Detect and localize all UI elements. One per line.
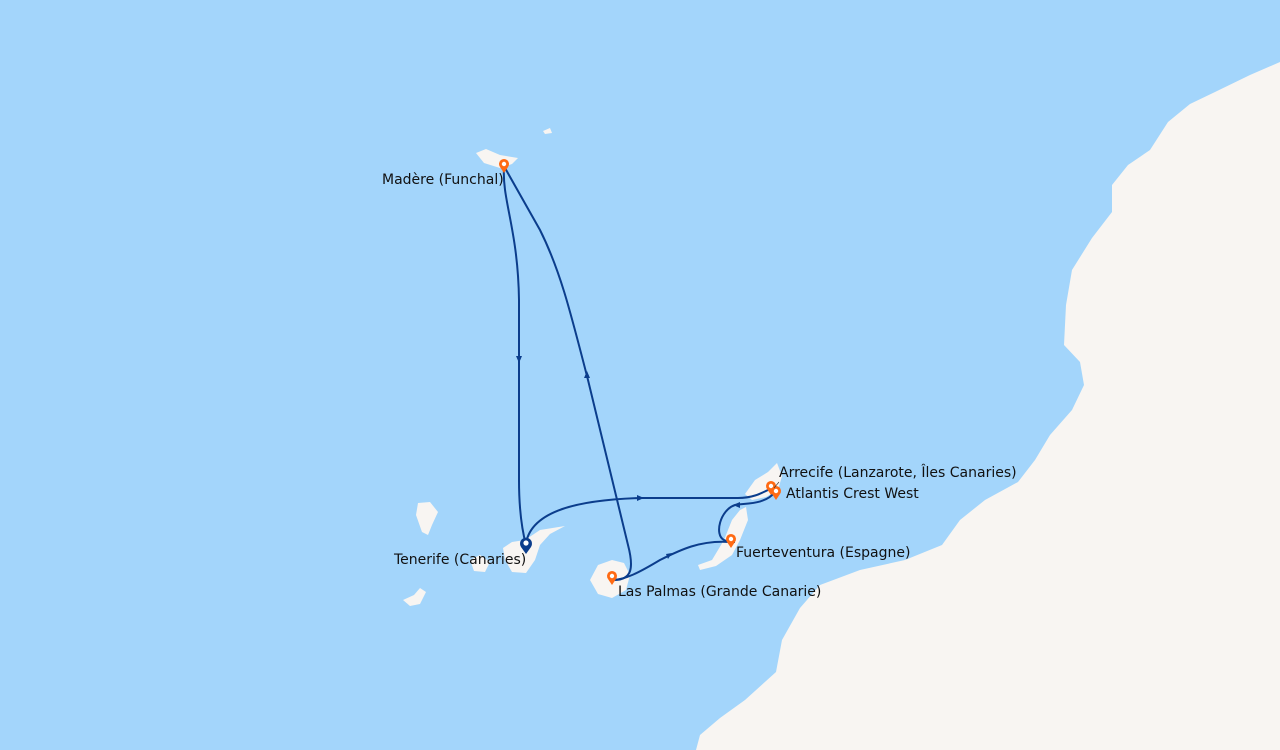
- port-marker-icon: [499, 159, 509, 173]
- port-marker-icon: [726, 534, 736, 548]
- route-madeira-tenerife: [502, 167, 527, 546]
- la-palma-island: [416, 502, 438, 535]
- port-marker-icon: [771, 486, 781, 500]
- arrow-icon: [666, 553, 672, 559]
- arrow-icon: [733, 502, 740, 508]
- port-markers[interactable]: [499, 159, 781, 585]
- el-hierro-island: [403, 588, 426, 606]
- fuerteventura-island: [698, 507, 748, 570]
- route-direction-arrows: [516, 356, 740, 559]
- port-label-las-palmas[interactable]: Las Palmas (Grande Canarie): [618, 584, 822, 600]
- home-port-marker-icon: [520, 537, 532, 554]
- la-gomera-island: [470, 555, 490, 572]
- porto-santo-island: [543, 128, 552, 134]
- route-laspalmas-madeira: [504, 167, 632, 581]
- arrow-icon: [584, 371, 590, 378]
- port-marker-icon: [766, 481, 776, 495]
- africa-coast: [696, 62, 1280, 750]
- arrow-icon: [516, 356, 522, 363]
- tenerife-island: [503, 526, 565, 573]
- port-label-fuerteventura[interactable]: Fuerteventura (Espagne): [736, 545, 911, 561]
- route-tenerife-arrecife: [525, 488, 771, 544]
- route: [502, 167, 776, 581]
- port-label-tenerife[interactable]: Tenerife (Canaries): [394, 552, 527, 568]
- port-label-atlantis-crest-west[interactable]: Atlantis Crest West: [786, 486, 919, 502]
- port-label-arrecife[interactable]: Arrecife (Lanzarote, Îles Canaries): [779, 465, 1017, 481]
- arrow-icon: [637, 495, 644, 501]
- port-marker-icon: [607, 571, 617, 585]
- port-label-funchal[interactable]: Madère (Funchal): [382, 172, 504, 188]
